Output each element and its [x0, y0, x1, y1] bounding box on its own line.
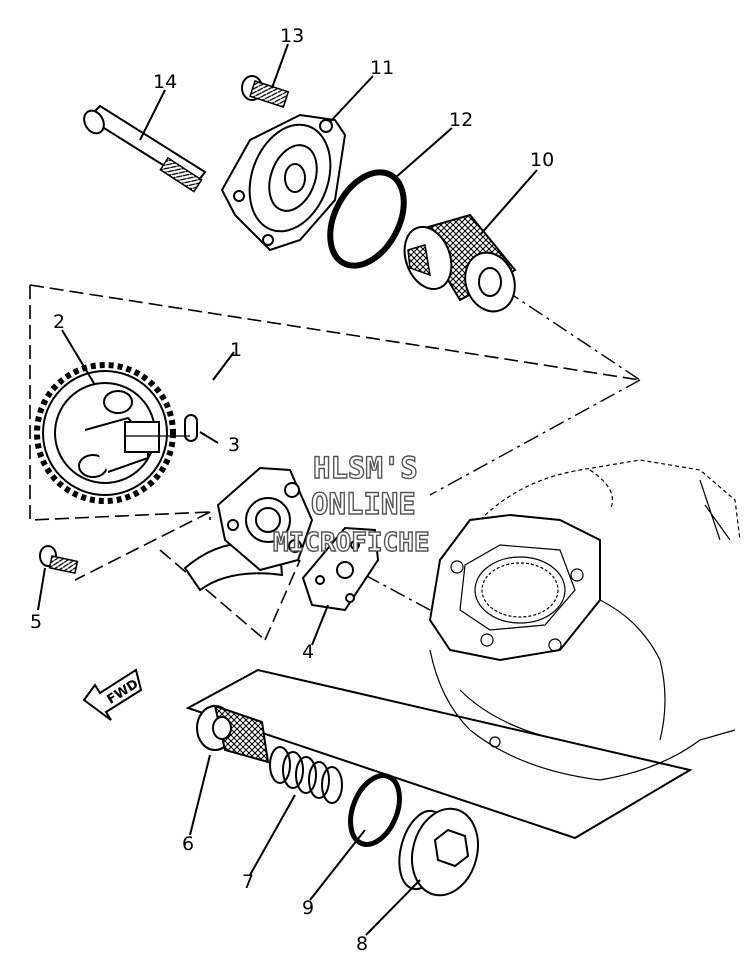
pump-gasket-part	[301, 526, 380, 612]
oil-filter-element-part	[403, 213, 517, 313]
arrow-left-icon: FWD	[82, 668, 143, 721]
callout-14: 14	[153, 71, 177, 93]
crankcase-outline	[428, 459, 741, 781]
callout-5: 5	[30, 611, 42, 633]
oil-pump-assembly-frame	[29, 284, 641, 641]
compression-spring-part	[269, 746, 343, 804]
callout-9: 9	[302, 897, 314, 919]
watermark-line-1: HLSM'S	[313, 451, 418, 485]
callout-3: 3	[228, 434, 240, 456]
o-ring-part	[327, 169, 407, 269]
watermark-line-3: MICROFICHE	[273, 528, 430, 558]
callout-4: 4	[302, 641, 314, 663]
drain-plug-part	[398, 807, 479, 897]
filter-cover-part	[220, 113, 347, 252]
dowel-pin-part	[125, 414, 198, 442]
callout-12: 12	[449, 109, 473, 131]
center-lines	[364, 289, 641, 611]
drain-o-ring-part	[348, 773, 402, 847]
pump-screw-part	[39, 545, 79, 575]
callout-8: 8	[356, 933, 368, 955]
pump-driven-gear-part	[34, 362, 176, 504]
watermark: HLSM'S ONLINE MICROFICHE	[272, 450, 430, 558]
callout-6: 6	[182, 833, 194, 855]
leader-lines	[37, 43, 538, 936]
callout-7: 7	[242, 871, 254, 893]
callout-11: 11	[370, 57, 394, 79]
oil-strainer-part	[196, 704, 270, 764]
callout-numbers: 13 11 14 12 10 2 1 3 5 4 6 7 9 8	[30, 25, 554, 955]
callout-13: 13	[280, 25, 304, 47]
callout-2: 2	[53, 311, 65, 333]
callout-1: 1	[230, 339, 242, 361]
long-bolt-part	[83, 104, 207, 193]
strainer-assembly-frame	[185, 668, 693, 840]
watermark-line-2: ONLINE	[311, 487, 416, 521]
oil-pump-body-part	[183, 466, 314, 592]
short-bolt-part	[241, 75, 290, 108]
callout-10: 10	[530, 149, 554, 171]
